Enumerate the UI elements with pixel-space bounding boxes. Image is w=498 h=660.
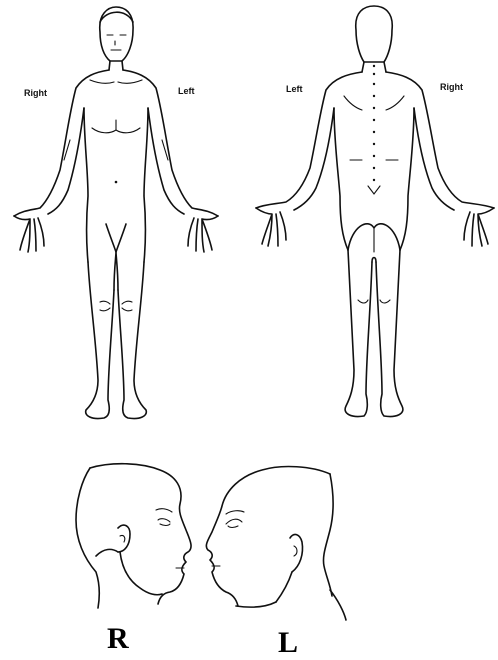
back-figure bbox=[256, 6, 494, 417]
left-face-profile bbox=[206, 467, 346, 620]
back-right-label: Right bbox=[440, 82, 463, 92]
profile-right-label: R bbox=[107, 622, 129, 656]
spine-dots bbox=[373, 65, 375, 181]
front-right-label: Right bbox=[24, 88, 47, 98]
back-left-label: Left bbox=[286, 84, 303, 94]
profile-left-label: L bbox=[278, 626, 298, 660]
front-left-label: Left bbox=[178, 86, 195, 96]
right-face-profile bbox=[76, 464, 191, 608]
front-figure bbox=[14, 7, 218, 419]
